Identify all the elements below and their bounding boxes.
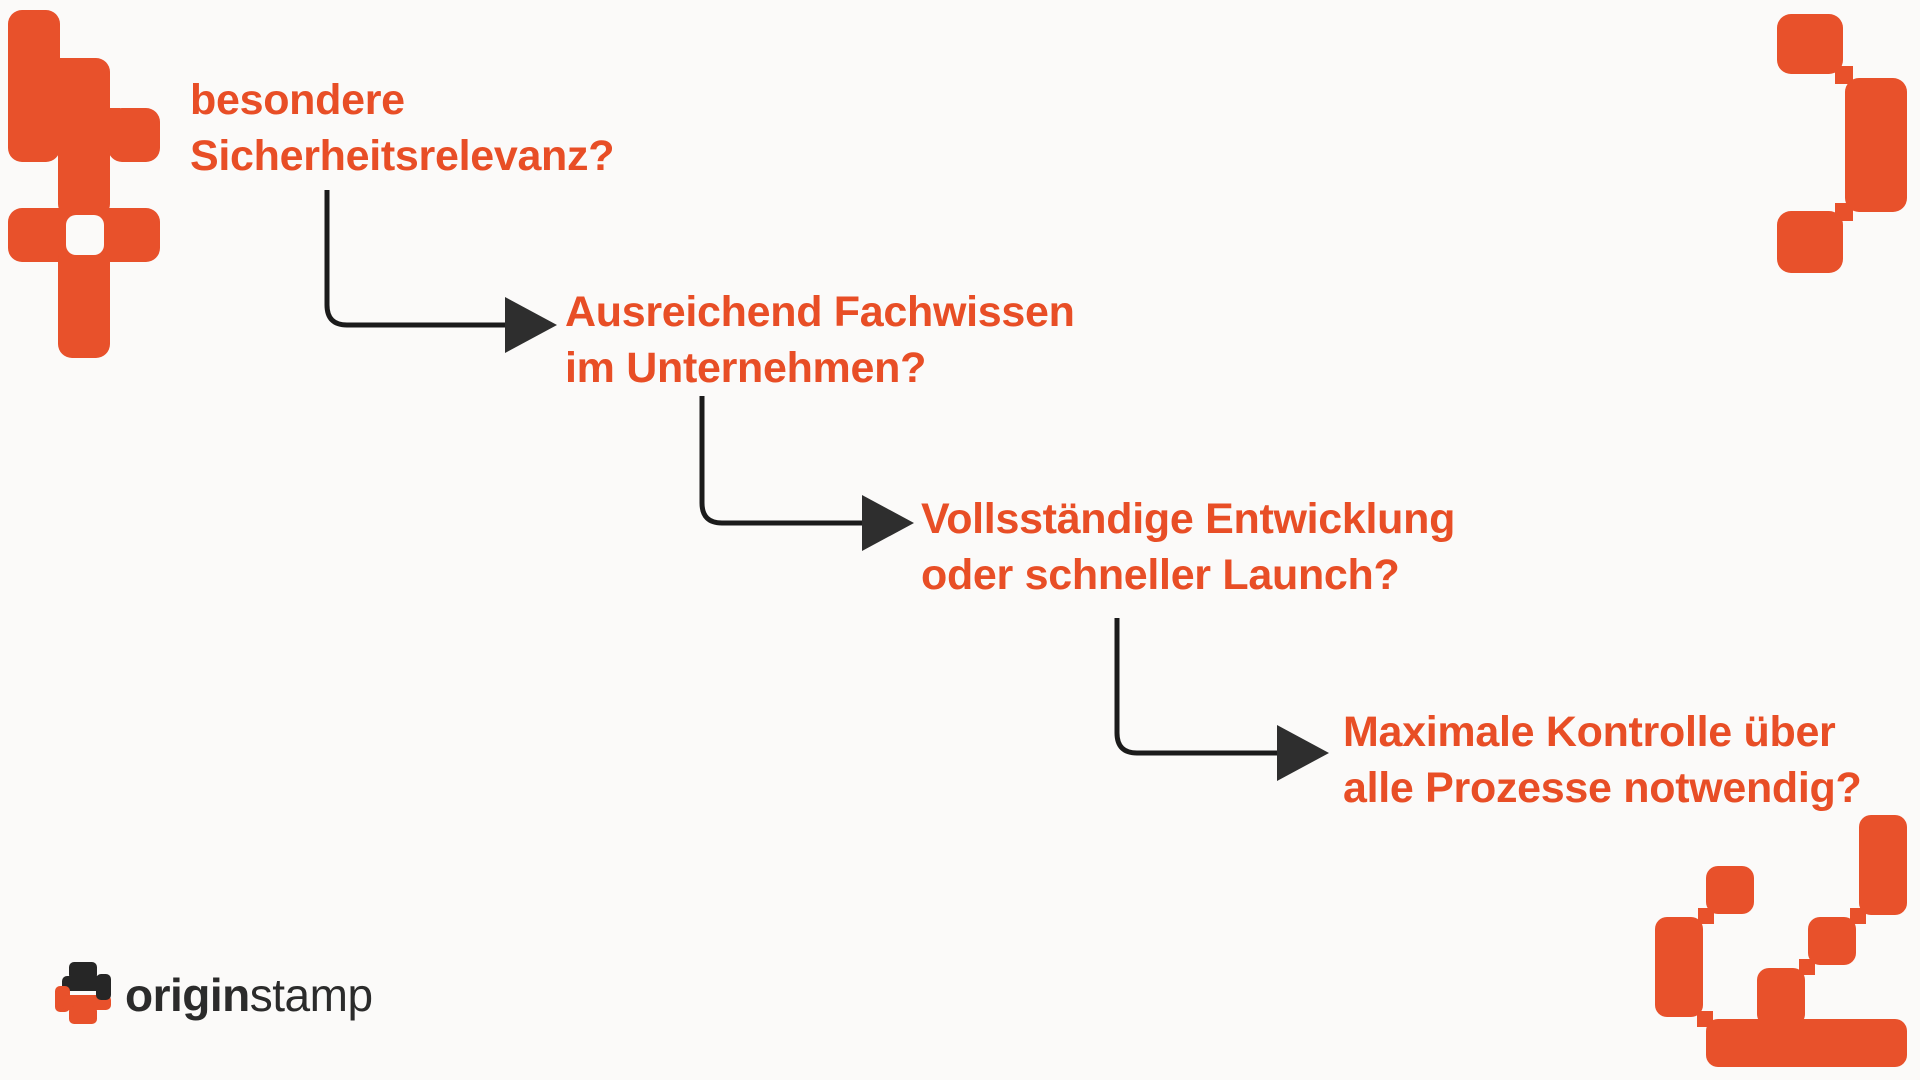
flow-step-4-label: Maximale Kontrolle über alle Prozesse no… <box>1343 704 1862 816</box>
flow-step-2-line-1: Ausreichend Fachwissen <box>565 288 1075 336</box>
originstamp-logo: originstamp <box>55 962 373 1024</box>
arrow-step2-to-step3 <box>699 396 914 551</box>
originstamp-wordmark: originstamp <box>125 968 373 1018</box>
arrow-step1-to-step2 <box>324 190 557 353</box>
flow-step-1-line-1: besondere <box>190 76 405 124</box>
flow-step-1-line-2: Sicherheitsrelevanz? <box>190 132 615 180</box>
wordmark-stamp: stamp <box>249 969 373 1021</box>
corner-top-right-pixel-decoration-icon <box>1777 14 1907 273</box>
wordmark-origin: origin <box>125 969 250 1021</box>
corner-top-left-pixel-decoration-icon <box>8 10 160 358</box>
flow-step-2-line-2: im Unternehmen? <box>565 344 927 392</box>
originstamp-s-mark-icon <box>55 962 111 1024</box>
corner-bottom-right-pixel-decoration-icon <box>1655 815 1907 1067</box>
flow-step-3-line-1: Vollsständige Entwicklung <box>921 495 1456 543</box>
flow-step-2-label: Ausreichend Fachwissen im Unternehmen? <box>565 284 1075 396</box>
arrow-step3-to-step4 <box>1114 618 1329 781</box>
flow-step-4-line-1: Maximale Kontrolle über <box>1343 708 1836 756</box>
flow-step-4-line-2: alle Prozesse notwendig? <box>1343 764 1862 812</box>
flow-step-3-label: Vollsständige Entwicklung oder schneller… <box>921 491 1455 603</box>
flow-step-3-line-2: oder schneller Launch? <box>921 551 1400 599</box>
flow-step-1-label: besondere Sicherheitsrelevanz? <box>190 72 615 184</box>
